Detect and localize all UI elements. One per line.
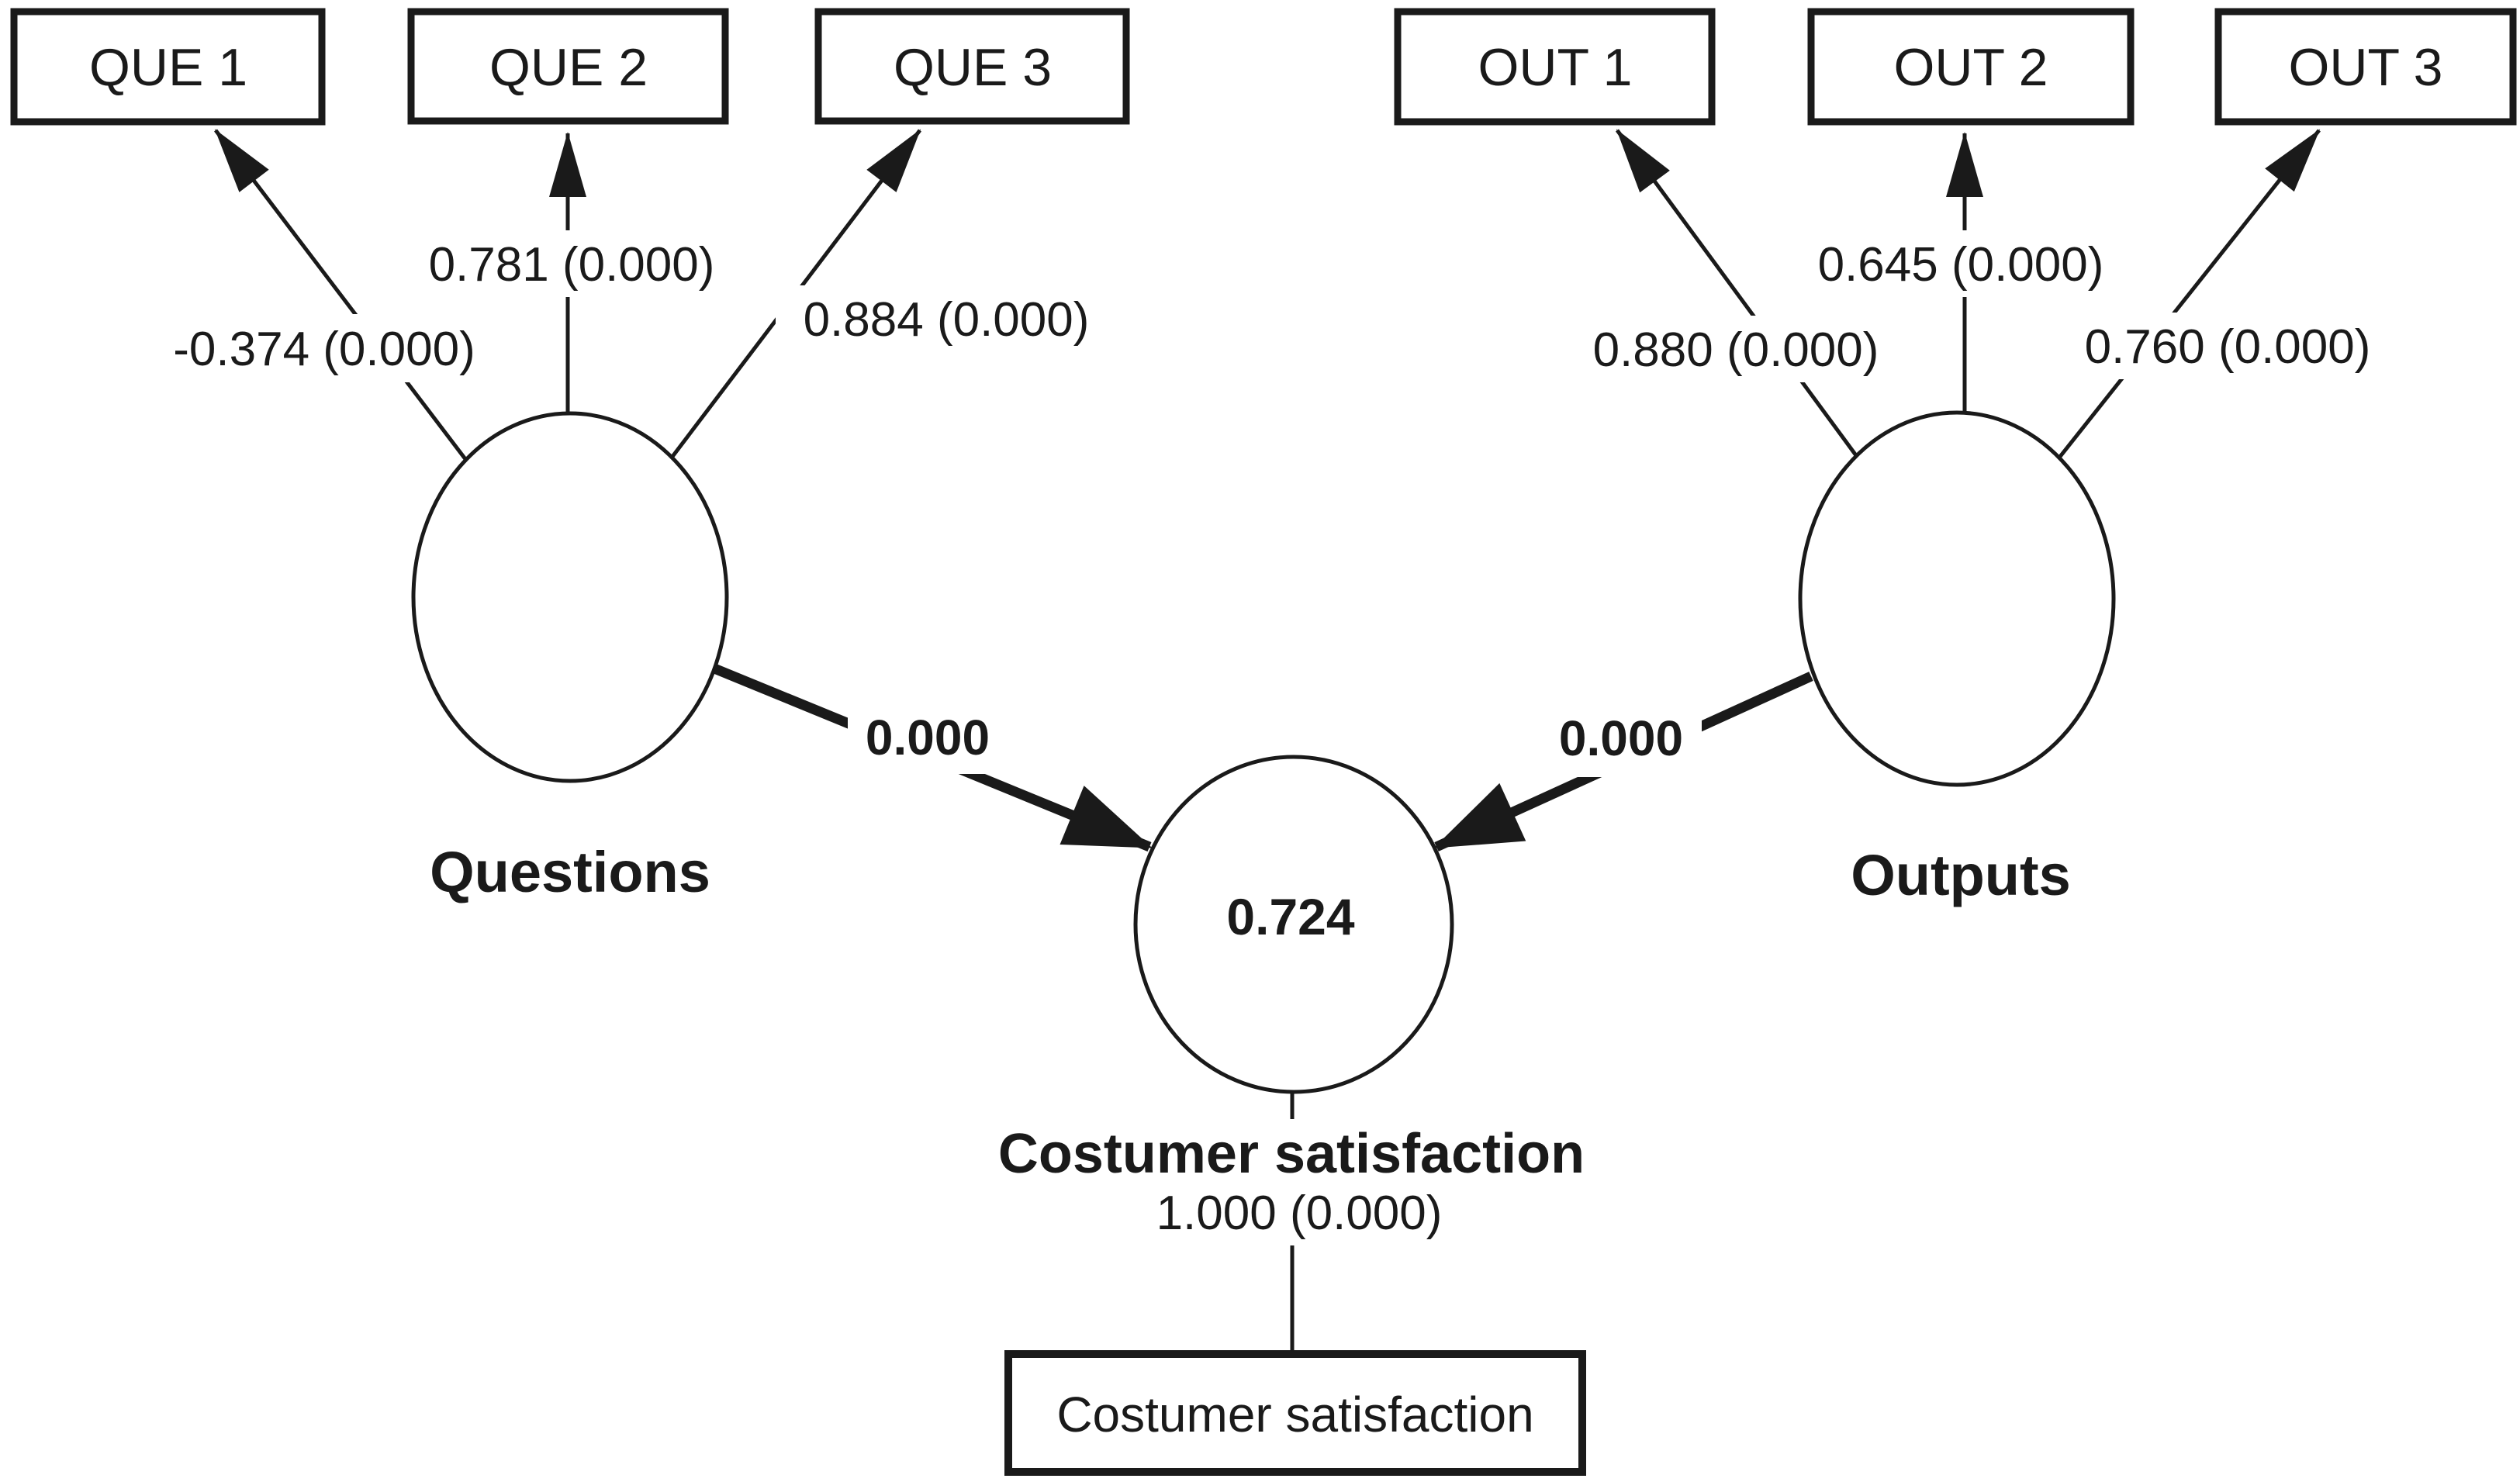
latent-labels: Questions Outputs 0.724 Costumer satisfa…: [430, 840, 2071, 1185]
que1-box: [10, 8, 326, 126]
out1-box: [1394, 8, 1716, 126]
out3-box: [2214, 8, 2517, 126]
indicator-boxes: [10, 8, 2517, 1476]
out2-label: OUT 2: [1893, 38, 2048, 97]
que2-label: QUE 2: [489, 38, 648, 97]
path-coefficient-outputs-label: 0.000: [1559, 710, 1683, 766]
arrow-outputs-to-out1: [1615, 129, 1860, 459]
center-ellipse: [1133, 755, 1454, 1094]
que2-box: [407, 8, 729, 125]
loading-labels: -0.374 (0.000) 0.781 (0.000) 0.884 (0.00…: [173, 238, 2370, 1240]
loading-out1-label: 0.880 (0.000): [1593, 323, 1879, 377]
questions-label: Questions: [430, 840, 710, 904]
questions-ellipse: [411, 411, 729, 783]
path-coefficient-questions-label: 0.000: [866, 710, 990, 765]
que1-label: QUE 1: [89, 38, 247, 97]
loading-center-indicator-label: 1.000 (0.000): [1156, 1187, 1443, 1240]
loading-out2-label: 0.645 (0.000): [1818, 238, 2104, 292]
arrow-questions-to-que1: [214, 129, 467, 461]
path-coefficient-labels: 0.000 0.000: [866, 710, 1683, 766]
out2-box: [1807, 8, 2135, 126]
out3-label: OUT 3: [2288, 38, 2442, 97]
loading-que3-label: 0.884 (0.000): [804, 293, 1090, 347]
outputs-ellipse: [1798, 410, 2116, 787]
out1-label: OUT 1: [1478, 38, 1632, 97]
arrow-outputs-to-out3: [2058, 129, 2321, 459]
loading-out3-label: 0.760 (0.000): [2085, 320, 2371, 374]
costumer-satisfaction-box-label: Costumer satisfaction: [1056, 1387, 1533, 1442]
que3-box: [814, 8, 1130, 125]
que3-label: QUE 3: [894, 38, 1052, 97]
r-squared-label: 0.724: [1226, 888, 1354, 945]
loading-que2-label: 0.781 (0.000): [429, 238, 715, 292]
costumer-satisfaction-label: Costumer satisfaction: [998, 1123, 1585, 1185]
outputs-label: Outputs: [1851, 843, 2071, 907]
costumer-satisfaction-box: [1004, 1350, 1586, 1476]
latent-variables: [411, 410, 2116, 1094]
indicator-labels: QUE 1 QUE 2 QUE 3 OUT 1 OUT 2 OUT 3 Cost…: [89, 38, 2443, 1442]
loading-que1-label: -0.374 (0.000): [173, 323, 475, 376]
label-masks: [143, 230, 2398, 1245]
